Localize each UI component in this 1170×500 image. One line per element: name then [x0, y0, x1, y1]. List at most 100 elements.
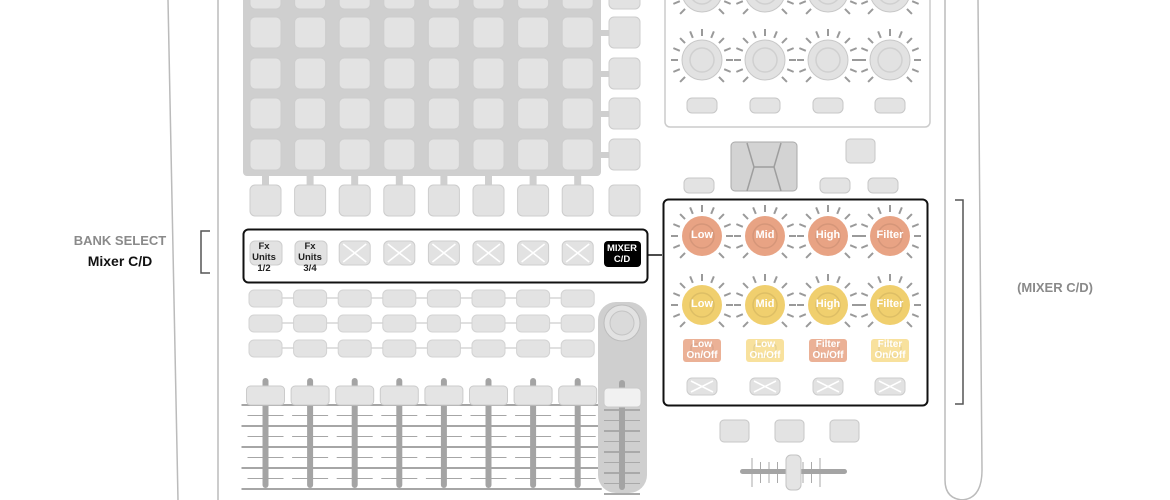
mute-solo-arm-button[interactable] [293, 289, 328, 308]
mute-solo-arm-button[interactable] [426, 339, 461, 358]
track-button[interactable] [472, 184, 505, 217]
clip-pad[interactable] [517, 57, 550, 90]
channel-fader-cap[interactable] [246, 385, 285, 406]
clip-pad[interactable] [427, 57, 460, 90]
fx-units-3-4-pad[interactable] [294, 240, 328, 266]
mute-solo-arm-button[interactable] [382, 314, 417, 333]
eq-toggle-button[interactable] [683, 339, 721, 362]
eq-knob-deck-c[interactable] [682, 216, 722, 256]
clip-pad[interactable] [427, 16, 460, 49]
device-button[interactable] [749, 97, 781, 114]
nav-button[interactable] [867, 177, 899, 194]
bank-button[interactable] [845, 138, 876, 164]
mute-solo-arm-button[interactable] [471, 314, 506, 333]
mute-solo-arm-button[interactable] [382, 289, 417, 308]
mute-solo-arm-button[interactable] [293, 339, 328, 358]
track-button[interactable] [249, 184, 282, 217]
fx-units-1-2-pad[interactable] [249, 240, 283, 266]
mute-solo-arm-button[interactable] [426, 314, 461, 333]
eq-knob-deck-d[interactable] [808, 285, 848, 325]
mute-solo-arm-button[interactable] [560, 339, 595, 358]
channel-fader-cap[interactable] [558, 385, 598, 406]
transport-button[interactable] [719, 419, 750, 443]
clip-pad[interactable] [561, 97, 594, 130]
clip-pad[interactable] [517, 138, 550, 171]
clip-pad[interactable] [472, 138, 505, 171]
device-knob[interactable] [681, 39, 723, 81]
mute-solo-arm-button[interactable] [426, 289, 461, 308]
clip-pad[interactable] [383, 16, 416, 49]
track-button[interactable] [561, 184, 594, 217]
transport-button[interactable] [774, 419, 805, 443]
channel-fader-cap[interactable] [379, 385, 419, 406]
clip-pad[interactable] [517, 97, 550, 130]
device-knob[interactable] [870, 0, 910, 13]
clip-pad[interactable] [517, 0, 550, 10]
device-knob[interactable] [869, 39, 911, 81]
mute-solo-arm-button[interactable] [516, 314, 551, 333]
mixer-c-d-pad[interactable] [604, 241, 641, 267]
eq-knob-deck-d[interactable] [745, 285, 785, 325]
clip-pad[interactable] [472, 16, 505, 49]
clip-pad[interactable] [294, 57, 327, 90]
clip-pad[interactable] [472, 97, 505, 130]
mute-solo-arm-button[interactable] [560, 314, 595, 333]
clip-pad[interactable] [517, 16, 550, 49]
mute-solo-arm-button[interactable] [248, 289, 283, 308]
mute-solo-arm-button[interactable] [337, 339, 372, 358]
mute-solo-arm-button[interactable] [516, 289, 551, 308]
scene-launch-button[interactable] [608, 0, 641, 10]
channel-fader-cap[interactable] [424, 385, 464, 406]
eq-knob-deck-d[interactable] [682, 285, 722, 325]
device-knob[interactable] [744, 39, 786, 81]
mute-solo-arm-button[interactable] [248, 339, 283, 358]
eq-toggle-button[interactable] [809, 339, 847, 362]
clip-pad[interactable] [427, 0, 460, 10]
device-knob[interactable] [808, 0, 848, 13]
clip-pad[interactable] [294, 97, 327, 130]
clip-pad[interactable] [249, 0, 282, 10]
mute-solo-arm-button[interactable] [471, 339, 506, 358]
channel-fader-cap[interactable] [290, 385, 330, 406]
clip-pad[interactable] [561, 57, 594, 90]
clip-pad[interactable] [383, 97, 416, 130]
stop-all-button[interactable] [608, 184, 641, 217]
channel-fader-cap[interactable] [469, 385, 508, 406]
track-button[interactable] [294, 184, 327, 217]
eq-knob-deck-c[interactable] [745, 216, 785, 256]
track-button[interactable] [338, 184, 371, 217]
clip-pad[interactable] [249, 16, 282, 49]
clip-pad[interactable] [249, 97, 282, 130]
clip-pad[interactable] [338, 57, 371, 90]
clip-pad[interactable] [472, 0, 505, 10]
nav-button[interactable] [819, 177, 851, 194]
eq-knob-deck-d[interactable] [870, 285, 910, 325]
eq-knob-deck-c[interactable] [870, 216, 910, 256]
mute-solo-arm-button[interactable] [337, 314, 372, 333]
clip-pad[interactable] [427, 138, 460, 171]
clip-pad[interactable] [294, 138, 327, 171]
eq-knob-deck-c[interactable] [808, 216, 848, 256]
device-button[interactable] [686, 97, 718, 114]
clip-pad[interactable] [249, 138, 282, 171]
scene-launch-button[interactable] [608, 16, 641, 49]
clip-pad[interactable] [561, 0, 594, 10]
clip-pad[interactable] [294, 0, 327, 10]
clip-pad[interactable] [383, 57, 416, 90]
channel-fader-cap[interactable] [513, 385, 553, 406]
device-knob[interactable] [745, 0, 785, 13]
shift-button[interactable] [683, 177, 715, 194]
mute-solo-arm-button[interactable] [471, 289, 506, 308]
scene-launch-button[interactable] [608, 138, 641, 171]
device-knob[interactable] [807, 39, 849, 81]
mute-solo-arm-button[interactable] [516, 339, 551, 358]
clip-pad[interactable] [561, 138, 594, 171]
device-button[interactable] [812, 97, 844, 114]
clip-pad[interactable] [338, 97, 371, 130]
eq-toggle-button[interactable] [746, 339, 784, 362]
device-knob[interactable] [682, 0, 722, 13]
clip-pad[interactable] [338, 138, 371, 171]
track-button[interactable] [427, 184, 460, 217]
mute-solo-arm-button[interactable] [560, 289, 595, 308]
